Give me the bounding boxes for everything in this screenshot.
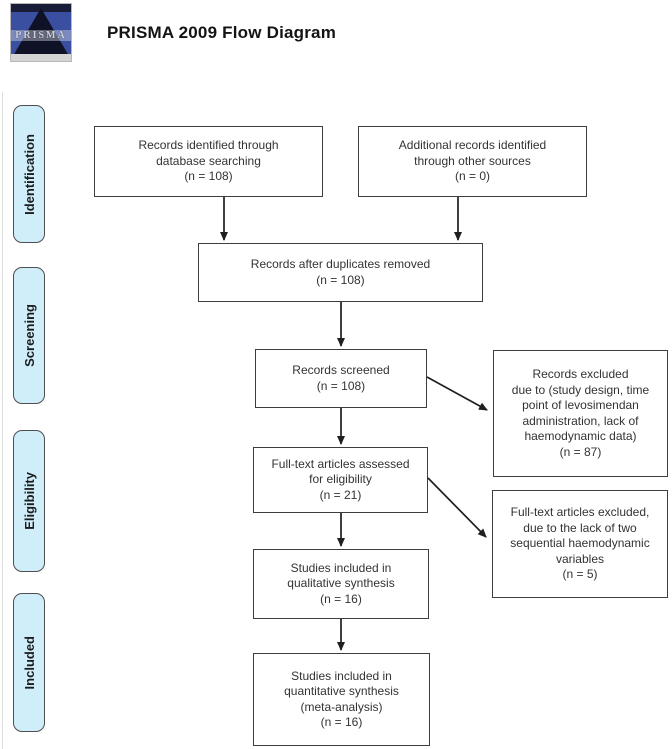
node-text: Records identified through database sear… (138, 138, 279, 184)
node-text: Full-text articles excluded, due to the … (510, 505, 650, 582)
stage-label-eligibility: Eligibility (13, 430, 45, 572)
logo-bottom-band (11, 54, 71, 61)
node-text: Additional records identified through ot… (398, 138, 547, 184)
stage-label-identification: Identification (13, 105, 45, 243)
pyramid-icon (13, 8, 69, 56)
node-quantitative-synthesis: Studies included in quantitative synthes… (253, 653, 430, 746)
node-qualitative-synthesis: Studies included in qualitative synthesi… (253, 549, 429, 619)
stage-label-text: Included (21, 635, 37, 690)
stage-label-text: Identification (21, 133, 37, 215)
prisma-logo: PRISMA (10, 3, 72, 62)
node-text: Full-text articles assessed for eligibil… (271, 456, 410, 502)
node-text: Records screened (n = 108) (292, 363, 390, 393)
node-after-duplicates: Records after duplicates removed (n = 10… (198, 243, 483, 302)
node-records-screened: Records screened (n = 108) (255, 349, 427, 408)
node-records-excluded: Records excluded due to (study design, t… (493, 350, 668, 477)
node-text: Studies included in qualitative synthesi… (287, 560, 395, 606)
node-fulltext-assessed: Full-text articles assessed for eligibil… (253, 447, 428, 513)
stage-label-included: Included (13, 593, 45, 732)
node-additional-records: Additional records identified through ot… (358, 126, 587, 197)
logo-stripe (11, 30, 71, 41)
node-text: Records after duplicates removed (n = 10… (250, 257, 431, 287)
node-text: Records excluded due to (study design, t… (511, 367, 650, 459)
arrow-fulltext-to-fulltext-excluded (427, 477, 487, 538)
logo-wordmark: PRISMA (15, 30, 67, 41)
stage-label-text: Screening (21, 304, 37, 367)
page-title: PRISMA 2009 Flow Diagram (107, 23, 337, 42)
figure-edge-line (2, 92, 3, 749)
node-text: Studies included in quantitative synthes… (284, 668, 399, 730)
node-records-identified: Records identified through database sear… (94, 126, 323, 197)
arrow-screened-to-records-excluded (426, 376, 488, 411)
stage-label-text: Eligibility (21, 472, 37, 530)
node-fulltext-excluded: Full-text articles excluded, due to the … (492, 490, 668, 598)
stage-label-screening: Screening (13, 267, 45, 404)
